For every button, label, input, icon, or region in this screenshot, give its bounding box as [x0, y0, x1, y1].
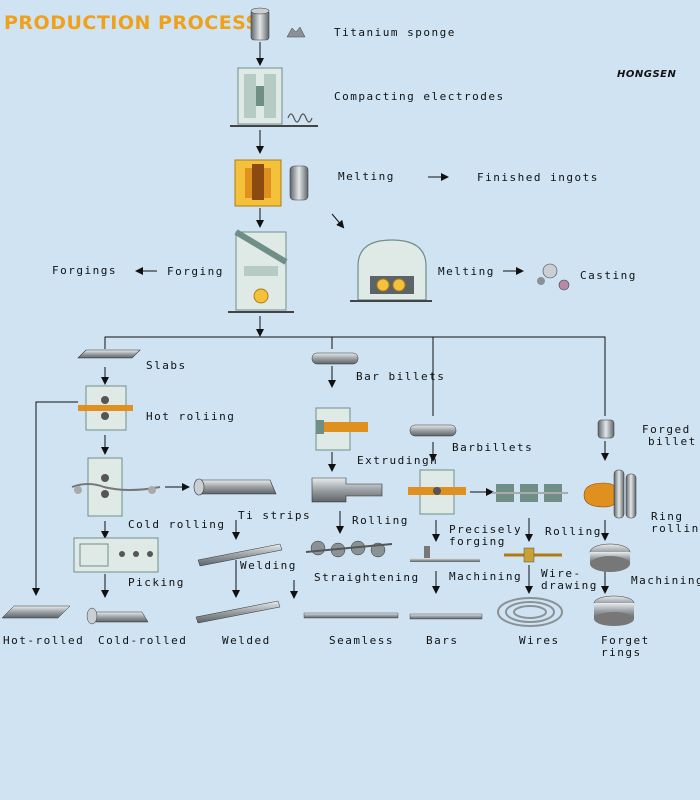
rolling-die-illustration: [311, 477, 383, 503]
brand-logo-text: HONGSEN: [617, 69, 677, 80]
label-compacting-electrodes: Compacting electrodes: [334, 90, 505, 103]
label-wires: Wires: [519, 634, 560, 647]
cold-rolled-coil-illustration: [86, 607, 149, 625]
pickling-tank-illustration: [73, 537, 159, 573]
hot-rolling-mill-illustration: [78, 385, 133, 431]
label-forged: Forged: [642, 423, 691, 436]
bar-product-illustration: [409, 613, 483, 620]
label-straightening: Straightening: [314, 571, 420, 584]
hot-rolled-sheet-illustration: [1, 605, 71, 619]
precise-forging-press-illustration: [408, 469, 466, 515]
barbillet-illustration: [409, 424, 457, 437]
machined-ring-illustration: [589, 543, 631, 572]
label-forgings: Forgings: [52, 264, 117, 277]
label-melting-vacuum: Melting: [438, 265, 495, 278]
label-finished-ingots: Finished ingots: [477, 171, 599, 184]
label-welding: Welding: [240, 559, 297, 572]
page-title: PRODUCTION PROCESS: [4, 12, 260, 34]
label-casting: Casting: [580, 269, 637, 282]
wire-coil-illustration: [497, 597, 563, 627]
cold-rolling-mill-illustration: [71, 457, 161, 517]
label-melting: Melting: [338, 170, 395, 183]
label-extrudingh: Extrudingh: [357, 454, 439, 467]
extruder-illustration: [315, 407, 368, 451]
forged-billet-illustration: [597, 419, 615, 439]
welded-tube-illustration: [195, 600, 281, 624]
label-forget: Forget: [601, 634, 650, 647]
label-rings: rings: [601, 646, 642, 659]
label-picking: Picking: [128, 576, 185, 589]
label-seamless: Seamless: [329, 634, 394, 647]
label-drawing: drawing: [541, 579, 598, 592]
wire-drawing-illustration: [504, 547, 562, 563]
label-barbillets: Barbillets: [452, 441, 534, 454]
compacting-press-illustration: [230, 67, 318, 127]
ring-rolling-mill-illustration: [583, 469, 637, 519]
forging-press-illustration: [228, 229, 294, 313]
wire-rolling-stands-illustration: [492, 484, 568, 502]
welding-tube-illustration: [197, 543, 283, 567]
forged-ring-illustration: [593, 595, 635, 626]
label-ring: Ring: [651, 510, 684, 523]
melting-furnace-illustration: [234, 159, 309, 207]
label-hot-rolling: Hot roliing: [146, 410, 236, 423]
label-precisely: Precisely: [449, 523, 523, 536]
label-cold-rolling: Cold rolling: [128, 518, 226, 531]
bar-billet-illustration: [311, 352, 359, 365]
label-rolling-wire: Rolling: [545, 525, 602, 538]
label-slabs: Slabs: [146, 359, 187, 372]
label-machining-bars: Machining: [449, 570, 523, 583]
ti-strip-coil-illustration: [193, 478, 277, 496]
connector-lines: [32, 42, 609, 599]
forged-bar-illustration: [410, 546, 480, 562]
label-ti-strips: Ti strips: [238, 509, 312, 522]
label-machining-ring: Machining: [631, 574, 700, 587]
label-rolling: Rolling: [352, 514, 409, 527]
label-bar-billets: Bar billets: [356, 370, 446, 383]
label-rolling-ring: rolling: [651, 522, 700, 535]
label-welded: Welded: [222, 634, 271, 647]
label-hot-rolled: Hot-rolled: [3, 634, 85, 647]
label-bars: Bars: [426, 634, 459, 647]
casting-illustration: [537, 263, 570, 291]
straightening-rollers-illustration: [305, 540, 393, 558]
seamless-tube-illustration: [303, 612, 399, 619]
label-wire: Wire-: [541, 567, 582, 580]
titanium-sponge-illustration: [250, 7, 306, 41]
label-titanium-sponge: Titanium sponge: [334, 26, 456, 39]
vacuum-furnace-illustration: [350, 239, 432, 302]
label-forging-precise: forging: [449, 535, 506, 548]
label-forging: Forging: [167, 265, 224, 278]
slab-illustration: [77, 349, 141, 359]
label-billet: billet: [648, 435, 697, 448]
label-cold-rolled: Cold-rolled: [98, 634, 188, 647]
